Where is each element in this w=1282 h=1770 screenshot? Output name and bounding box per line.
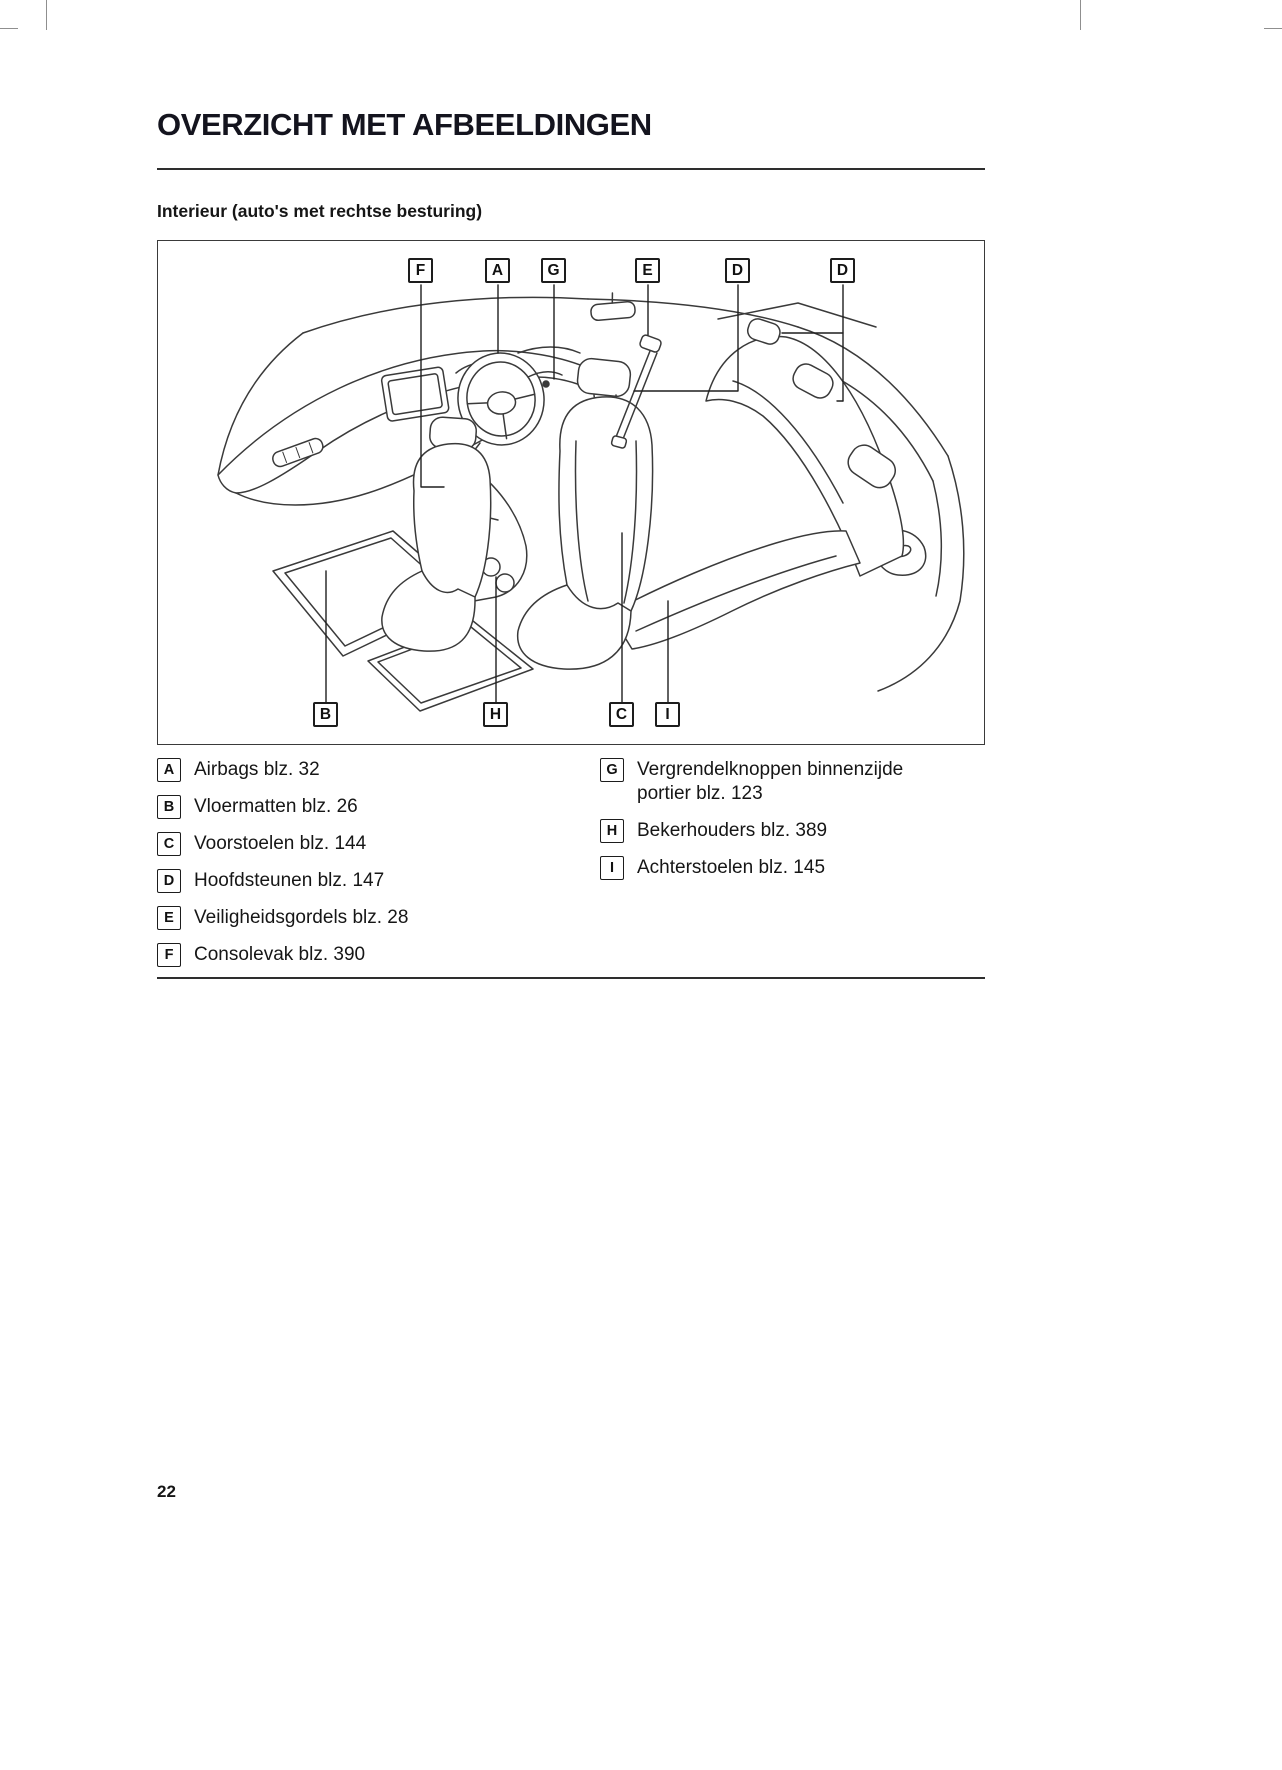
legend-item-text: Voorstoelen blz. 144 [194, 833, 367, 854]
legend-key-box: D [157, 869, 181, 893]
page-title: OVERZICHT MET AFBEELDINGEN [157, 106, 652, 142]
legend-item-floormats: B Vloermatten blz. 26 [157, 795, 577, 819]
legend-key-box: G [600, 758, 624, 782]
legend-key-box: F [157, 943, 181, 967]
display-screen [380, 366, 450, 422]
legend-item-seatbelts: E Veiligheidsgordels blz. 28 [157, 906, 577, 930]
callout-leader-lines [325, 284, 844, 705]
legend-item-doorlocks: G Vergrendelknoppen binnenzijde portier … [600, 758, 990, 806]
steering-wheel [457, 352, 545, 472]
title-divider [157, 168, 985, 170]
crop-mark [0, 28, 18, 29]
legend-item-headrests: D Hoofdsteunen blz. 147 [157, 869, 577, 893]
legend-right-column: G Vergrendelknoppen binnenzijde portier … [600, 758, 990, 893]
legend-item-text: Bekerhouders blz. 389 [637, 820, 828, 841]
legend-item-text: Airbags blz. 32 [194, 759, 320, 780]
legend-item-cupholders: H Bekerhouders blz. 389 [600, 819, 990, 843]
rear-headrest-near [847, 444, 896, 489]
legend-key-box: I [600, 856, 624, 880]
callout-d-rear-headrest: D [830, 258, 855, 283]
legend-item-airbags: A Airbags blz. 32 [157, 758, 577, 782]
legend-item-text: Veiligheidsgordels blz. 28 [194, 907, 409, 928]
callout-i-rearseats: I [655, 702, 680, 727]
rear-bench-cushion [609, 530, 861, 650]
legend-divider [157, 977, 985, 979]
legend-key-box: E [157, 906, 181, 930]
legend-item-console: F Consolevak blz. 390 [157, 943, 577, 967]
callout-d-front-headrest: D [725, 258, 750, 283]
rearview-mirror-icon [590, 292, 636, 322]
callout-h-cupholders: H [483, 702, 508, 727]
crop-mark [1264, 28, 1282, 29]
cupholders [481, 557, 515, 593]
door-lock-button [517, 346, 581, 388]
crop-mark [1080, 0, 1081, 30]
callout-e-seatbelt: E [635, 258, 660, 283]
callout-a-airbags: A [485, 258, 510, 283]
legend-key-box: H [600, 819, 624, 843]
interior-diagram [217, 284, 965, 712]
air-vent-icon [272, 437, 324, 468]
callout-g-doorlock: G [541, 258, 566, 283]
legend-key-box: A [157, 758, 181, 782]
seatbelt [610, 334, 662, 449]
legend-item-text: Hoofdsteunen blz. 147 [194, 870, 385, 891]
interior-figure-frame: F A G E D D B H C I [157, 240, 985, 745]
legend-key-box: B [157, 795, 181, 819]
legend-item-text: Vergrendelknoppen binnenzijde portier bl… [637, 759, 904, 804]
front-seat-right [516, 357, 654, 670]
crop-mark [46, 0, 47, 30]
legend-item-text: Achterstoelen blz. 145 [637, 857, 826, 878]
callout-c-frontseats: C [609, 702, 634, 727]
cabin-structure [217, 296, 949, 476]
legend-left-column: A Airbags blz. 32 B Vloermatten blz. 26 … [157, 758, 577, 980]
rear-headrest-mid [792, 363, 834, 399]
legend-key-box: C [157, 832, 181, 856]
legend-item-rearseats: I Achterstoelen blz. 145 [600, 856, 990, 880]
legend-item-frontseats: C Voorstoelen blz. 144 [157, 832, 577, 856]
legend-item-text: Vloermatten blz. 26 [194, 796, 358, 817]
rear-headrest-far [746, 318, 781, 345]
page-number: 22 [157, 1482, 176, 1501]
legend-item-text: Consolevak blz. 390 [194, 944, 366, 965]
front-seat-left [381, 416, 492, 652]
section-subtitle: Interieur (auto's met rechtse besturing) [157, 200, 483, 221]
callout-f-console: F [408, 258, 433, 283]
callout-b-floormats: B [313, 702, 338, 727]
